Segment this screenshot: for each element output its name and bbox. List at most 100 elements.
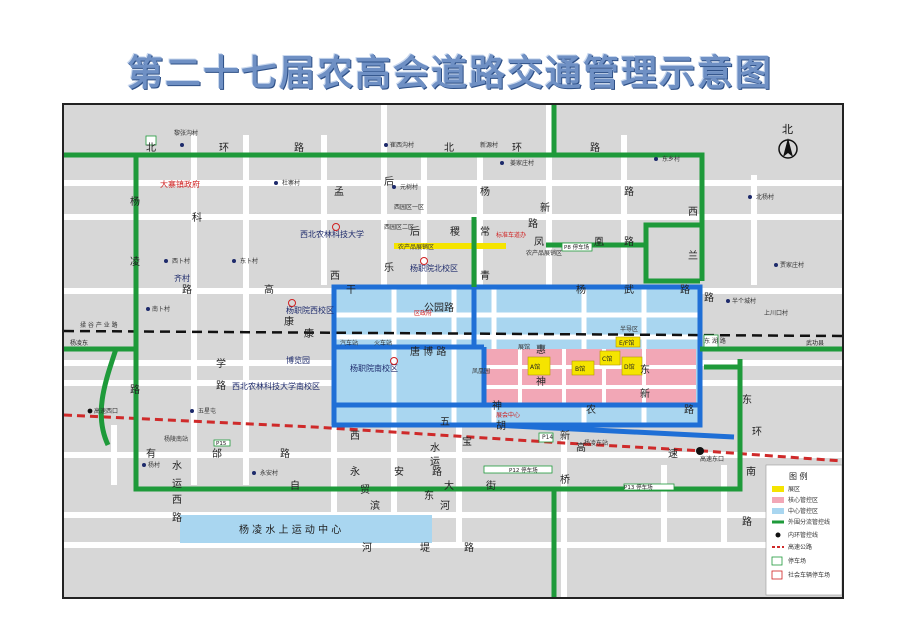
road-shuiyun-2: 运	[172, 478, 182, 490]
place-gaosuxi: 高速西口	[94, 407, 118, 415]
road-binhe-3: 东	[424, 489, 434, 502]
road-hounong-1: 后	[410, 226, 420, 238]
agri-expo-bar	[394, 243, 506, 249]
road-kang-1: 康	[284, 315, 294, 328]
page-title: 第二十七届农高会道路交通管理示意图	[126, 53, 773, 94]
legend-swatch-social-parking	[771, 570, 783, 580]
legend-swatch-center	[772, 508, 784, 514]
place-nongchanpin: 农产品展销区	[398, 243, 434, 251]
road-meng-5: 路	[624, 185, 634, 198]
place-biaojishuo: 标准车道办	[496, 231, 526, 239]
legend-item-exhibit: 展区	[788, 486, 800, 493]
legend-item-outer: 外围分流管控线	[788, 518, 830, 526]
p8-label: P8 停车场	[564, 243, 590, 251]
place-gaosudong: 高速东口	[700, 455, 724, 463]
place-nongchanpin2: 农产品展销区	[526, 249, 562, 257]
road-yongan-2: 安	[394, 465, 404, 478]
road-hui-3: 东	[640, 363, 650, 376]
road-hedi-2: 堤	[420, 542, 430, 554]
place-daxiezhen: 大寨镇政府	[160, 179, 200, 189]
road-shuiyun-1: 水	[172, 460, 182, 472]
road-north-ring-1: 北	[146, 142, 156, 154]
place-qichezhan: 汽车站	[340, 339, 358, 347]
road-fenghuang-1: 凤	[534, 236, 544, 248]
road-yangwu-2: 武	[624, 283, 634, 296]
hall-b-label: B馆	[575, 365, 585, 373]
road-xingke-3: 路	[216, 379, 226, 392]
place-nwau: 西北农林科技大学	[300, 229, 364, 239]
road-xinqiao-2: 桥	[560, 474, 570, 486]
road-wubao-1: 五	[440, 417, 450, 428]
place-yongancun: 永安村	[260, 469, 278, 477]
place-nanbucun: 南卜村	[152, 305, 170, 313]
road-north-ring-5: 环	[512, 143, 522, 154]
hall-e-label: E/F馆	[619, 339, 634, 347]
place-zhangjiagang: 姜家庄村	[510, 159, 534, 167]
road-zizhu-2: 速	[668, 448, 678, 460]
road-xingke-1: 科	[192, 211, 202, 224]
north-arrow-icon	[783, 138, 793, 157]
road-north-ring-6: 路	[590, 141, 600, 154]
road-zhangkang-1: 康	[304, 327, 314, 340]
road-north-ring-4: 北	[444, 142, 454, 154]
place-yangzhiyuan-s: 杨职院南校区	[350, 363, 398, 373]
road-meng-2: 后	[384, 176, 394, 188]
parking-boxes	[145, 135, 719, 491]
hall-b	[571, 360, 595, 376]
road-dongyun-3: 西	[350, 431, 360, 442]
outer-diversion-ring	[64, 105, 842, 597]
road-qishan-3: 路	[704, 291, 714, 304]
road-wubao-2: 宝	[462, 435, 472, 448]
place-banqiacun: 半个城村	[732, 297, 756, 305]
hall-c-label: C馆	[602, 355, 612, 363]
road-ciyang-3: 大	[444, 479, 454, 492]
p12-label: P12 停车场	[509, 466, 538, 474]
road-youfang-2: 邰	[212, 447, 222, 460]
road-meng-4: 新	[540, 201, 550, 214]
place-dongbu: 东卜村	[240, 257, 258, 265]
road-binhe-1: 滨	[370, 499, 380, 512]
road-gongyuan: 公园路	[424, 301, 454, 314]
road-hui-2: 神	[536, 375, 546, 388]
road-meng-1: 孟	[334, 186, 344, 198]
legend-item-social-parking: 社会车辆停车场	[788, 571, 830, 579]
place-yangling-e: 杨凌东站	[584, 439, 608, 447]
map-frame: A馆 B馆 C馆 D馆 E/F馆 杨 凌 水 上 运 动 中 心	[62, 103, 844, 599]
place-yangguo: 杨陵南站	[164, 435, 188, 443]
road-nanhuan-1: 南	[746, 465, 756, 478]
place-xiyuanyiqu: 西园区一区	[394, 204, 424, 211]
place-qicun: 齐村	[174, 273, 190, 283]
road-youfang-1: 有	[146, 447, 156, 460]
road-tangbo: 唐 博 路	[410, 345, 446, 358]
hall-d-label: D馆	[624, 363, 635, 371]
hall-a-label: A馆	[530, 363, 540, 371]
road-jiefang-1: 神	[492, 399, 502, 412]
place-xinyuan: 新源村	[480, 141, 498, 149]
traffic-map: A馆 B馆 C馆 D馆 E/F馆 杨 凌 水 上 运 动 中 心	[64, 105, 842, 597]
road-nanhuan-2: 路	[742, 515, 752, 528]
road-qishan-1: 西	[688, 207, 698, 218]
legend-swatch-parking	[771, 556, 783, 566]
road-hedi-3: 路	[464, 541, 474, 554]
road-west-3: 路	[130, 383, 140, 396]
road-ziyun-1: 西	[172, 495, 182, 506]
legend-item-inner: 内环管控线	[788, 531, 818, 539]
place-duxiecun: 杜寨村	[282, 179, 300, 187]
school-markers	[288, 223, 428, 365]
road-lesi-1: 乐	[384, 262, 394, 274]
road-ciyang-1: 自	[290, 479, 300, 492]
place-beiyang: 北杨村	[756, 193, 774, 201]
road-yongan-3: 路	[432, 465, 442, 478]
road-hounong-3: 路	[528, 217, 538, 230]
place-nwau-s: 西北农林科技大学南校区	[232, 381, 320, 391]
place-rtyq: 半导区	[620, 325, 638, 333]
road-yangwu-3: 路	[680, 283, 690, 296]
place-yangzhiyuan-w: 杨职院西校区	[286, 305, 334, 315]
hall-d	[621, 356, 643, 376]
road-qishan-2: 兰	[688, 249, 698, 262]
p15-label: P15	[216, 441, 227, 447]
road-west-1: 杨	[130, 195, 140, 208]
sports-center-label: 杨 凌 水 上 运 动 中 心	[239, 523, 341, 536]
place-jiazhen: 贾家庄村	[780, 261, 804, 269]
road-dongyun-2: 运	[430, 456, 440, 468]
